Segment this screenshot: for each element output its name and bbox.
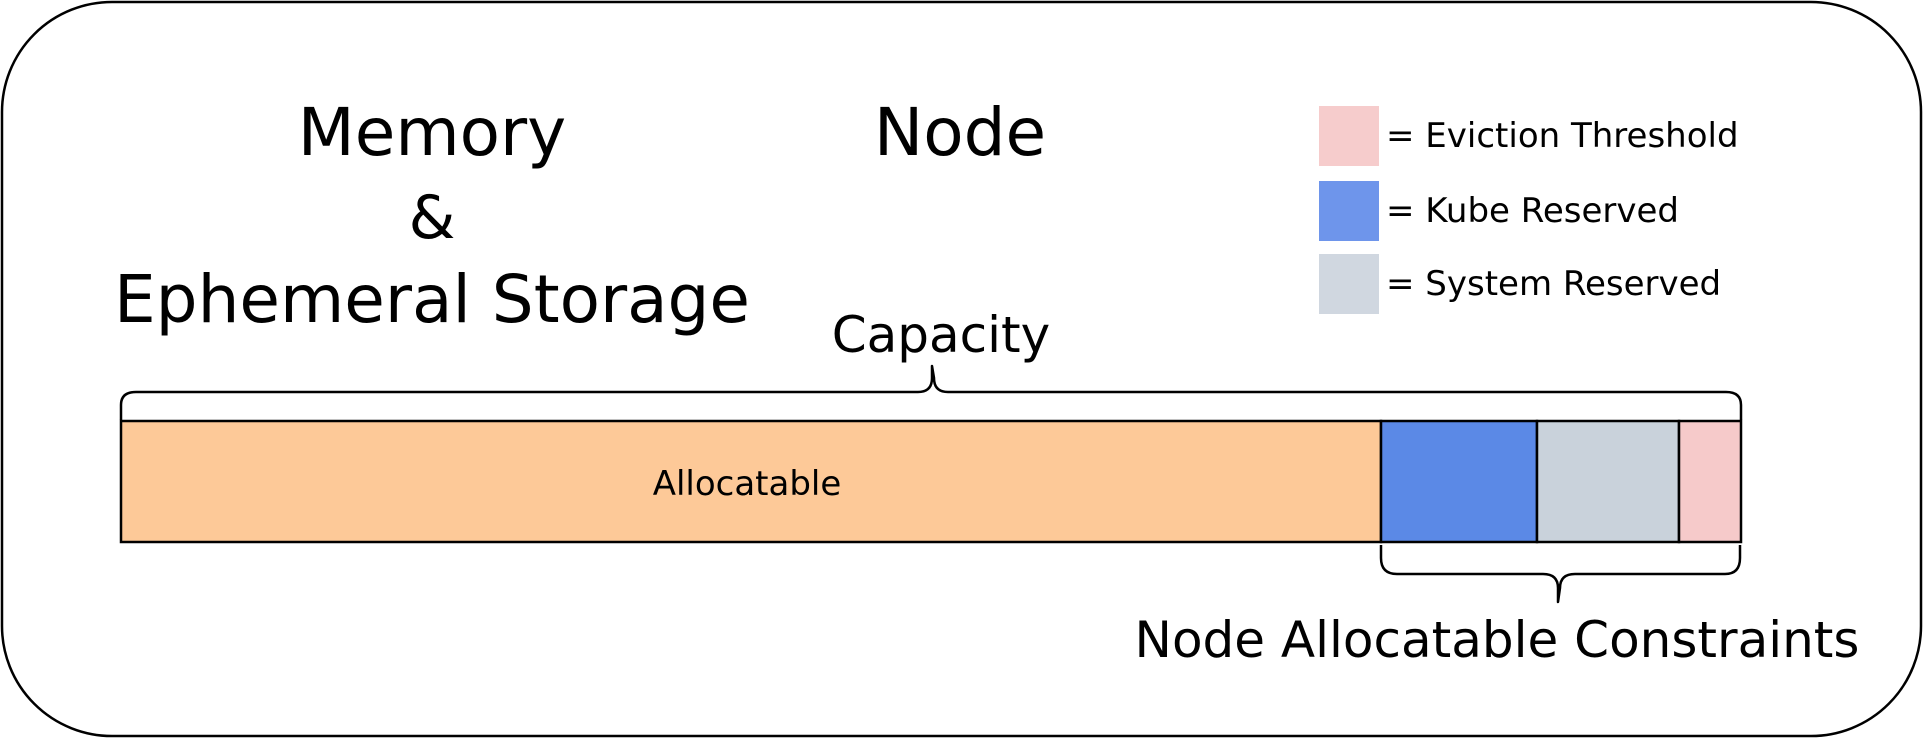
legend-swatch-system xyxy=(1319,254,1379,314)
title-node: Node xyxy=(874,94,1046,171)
title-ampersand: & xyxy=(409,183,456,253)
eviction-threshold-segment xyxy=(1677,419,1743,544)
capacity-brace xyxy=(119,364,1743,420)
constraints-label: Node Allocatable Constraints xyxy=(1135,611,1860,669)
legend-label-system: = System Reserved xyxy=(1386,264,1721,304)
legend-label-kube: = Kube Reserved xyxy=(1386,191,1679,231)
legend-swatch-eviction xyxy=(1319,106,1379,166)
allocatable-segment xyxy=(119,419,1383,544)
legend-swatch-kube xyxy=(1319,181,1379,241)
legend: = Eviction Threshold = Kube Reserved = S… xyxy=(1319,106,1739,314)
system-reserved-segment xyxy=(1535,419,1681,544)
title-ephemeral-storage: Ephemeral Storage xyxy=(114,261,750,338)
capacity-label: Capacity xyxy=(832,306,1051,364)
legend-label-eviction: = Eviction Threshold xyxy=(1386,116,1739,156)
allocatable-label: Allocatable xyxy=(653,464,842,504)
title-memory: Memory xyxy=(298,94,566,171)
constraints-brace xyxy=(1379,545,1742,604)
kube-reserved-segment xyxy=(1379,419,1539,544)
